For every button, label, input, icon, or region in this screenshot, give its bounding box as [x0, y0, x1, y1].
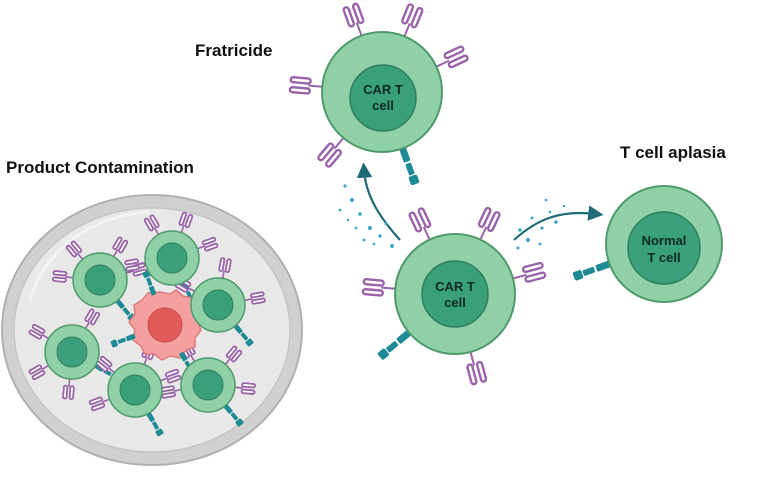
fratricide-label: Fratricide — [195, 41, 272, 60]
car-t-top-line2: cell — [372, 98, 394, 113]
product-contamination-label: Product Contamination — [6, 158, 194, 177]
cytotoxic-arrow-fratricide — [356, 162, 401, 241]
normal-t-line1: Normal — [642, 233, 687, 248]
cytotoxic-arrow-aplasia — [513, 205, 604, 241]
cytotoxic-particles — [338, 184, 566, 250]
t-cell-aplasia-label: T cell aplasia — [620, 143, 726, 162]
car-t-center-line2: cell — [444, 295, 466, 310]
car-t-cell-top: CAR T cell — [321, 31, 443, 153]
tumor-cell — [128, 289, 202, 361]
normal-t-antigen — [572, 259, 612, 282]
car-t-top-line1: CAR T — [363, 82, 403, 97]
normal-t-line2: T cell — [647, 250, 680, 265]
car-t-center-line1: CAR T — [435, 279, 475, 294]
car-t-cell-center: CAR T cell — [394, 233, 516, 355]
normal-t-cell: Normal T cell — [605, 185, 723, 303]
